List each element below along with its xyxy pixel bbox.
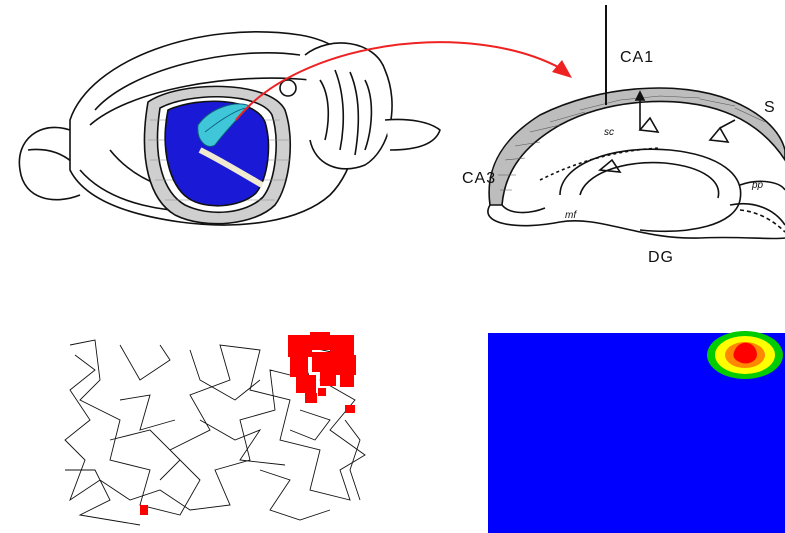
label-dg: DG (648, 249, 674, 266)
label-s: S (764, 99, 776, 116)
label-mf: mf (565, 210, 577, 221)
label-sc: sc (604, 127, 614, 138)
rat-brain-illustration (19, 32, 440, 225)
label-ca1: CA1 (620, 49, 654, 66)
label-pp: pp (751, 180, 764, 191)
spike-isolated (140, 505, 148, 515)
label-ca3: CA3 (462, 170, 496, 187)
place-field (707, 331, 783, 379)
rate-map (488, 331, 785, 533)
spike-cluster (288, 332, 356, 413)
trajectory-plot (65, 332, 365, 525)
hippocampus-circuit-diagram (488, 5, 785, 239)
